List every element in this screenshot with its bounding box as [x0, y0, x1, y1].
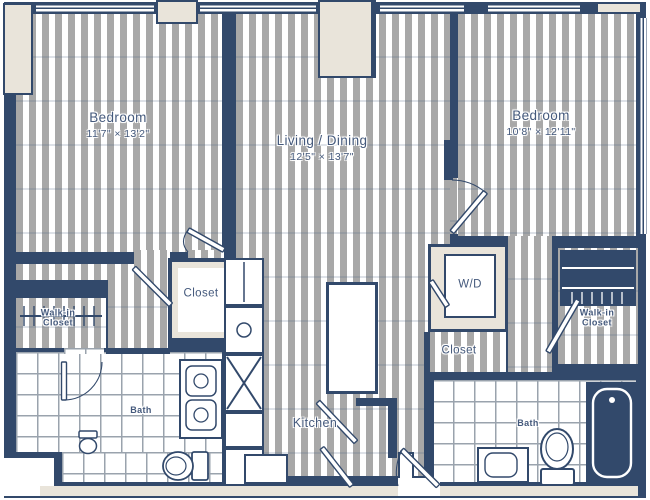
walkin-right-label: Walk-in Closet [580, 308, 614, 329]
kitchen-peninsula [244, 454, 288, 484]
bedroom-right-floor [458, 14, 636, 236]
closet-left-box [168, 258, 234, 342]
walkin-left-label: Walk-in Closet [41, 308, 75, 329]
walkin-left-line2: Closet [43, 318, 73, 328]
walkin-left-line1: Walk-in [40, 307, 76, 318]
walkin-right-line1: Walk-in [579, 307, 615, 318]
bedroom-right-dims: 10'8" × 12'11" [506, 125, 576, 138]
kitchen-range [224, 354, 264, 412]
window [36, 4, 154, 13]
column [156, 0, 198, 24]
bath-left-floor-ext [62, 452, 222, 482]
column [596, 2, 642, 14]
bath-left-label: Bath [130, 404, 152, 415]
wall [424, 374, 434, 484]
wall [388, 398, 397, 458]
laundry-label: W/D [458, 278, 482, 291]
bath-right-floor [432, 380, 636, 482]
bedroom-left-floor [16, 14, 222, 252]
window [380, 4, 464, 13]
wall [444, 140, 453, 180]
bath-left-floor [16, 352, 222, 452]
bedroom-right-doorway [450, 178, 458, 234]
bath-left-doorway [64, 348, 104, 354]
kitchen-sink-counter [224, 306, 264, 354]
bedroom-left-closet-doorway [188, 250, 224, 260]
bath-right-label: Bath [517, 417, 539, 428]
column [3, 3, 33, 95]
window [639, 18, 647, 234]
bedroom-left-dims: 11'7" × 13'2" [86, 127, 150, 140]
bedroom-right-label: Bedroom [512, 108, 570, 124]
walkin-right-shelf [560, 250, 636, 306]
wall [428, 372, 640, 380]
bedroom-left-label: Bedroom [89, 110, 147, 126]
walkin-left-shelf [16, 282, 106, 298]
window [488, 4, 580, 13]
walkin-right-line2: Closet [582, 318, 612, 328]
bedroom-left-doorway [134, 250, 170, 266]
living-dining-dims: 12'5" × 13'7" [290, 150, 354, 163]
kitchen-island [326, 282, 378, 394]
hall-right-floor [508, 236, 552, 376]
wall [106, 348, 170, 354]
column [318, 0, 376, 78]
kitchen-oven [224, 412, 264, 448]
wall [424, 332, 430, 374]
closet-left-interior [178, 268, 224, 332]
closet-left-label: Closet [183, 287, 219, 300]
closet-right-floor [428, 332, 506, 372]
wall [356, 398, 392, 406]
window [200, 4, 316, 13]
entry-door-opening [398, 478, 440, 496]
entry-cabinet [398, 452, 414, 480]
kitchen-label: Kitchen [292, 415, 338, 430]
living-dining-label: Living / Dining [276, 133, 368, 149]
closet-right-label: Closet [441, 344, 477, 357]
corridor-band [40, 486, 638, 496]
living-kitchen-floor [236, 14, 450, 476]
corridor-left-floor [108, 264, 168, 352]
kitchen-cabinet [224, 258, 264, 306]
